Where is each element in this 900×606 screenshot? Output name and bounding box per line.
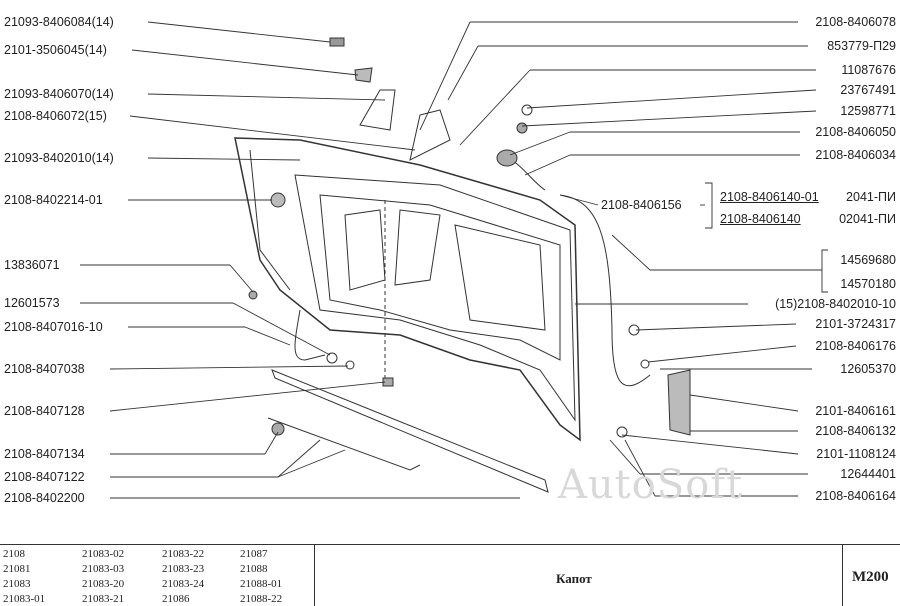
part-label: 11087676 (841, 63, 896, 77)
part-label: 12605370 (840, 362, 896, 376)
part-label: 21093-8406084(14) (4, 15, 114, 29)
model: 21083-03 (82, 563, 125, 575)
divider (842, 545, 843, 606)
part-label: 2108-8406132 (815, 424, 896, 438)
part-label: 2108-8407134 (4, 447, 85, 461)
part-label: 12601573 (4, 296, 60, 310)
variant-code: 2041-ПИ (846, 190, 896, 204)
hood-prop-rod (267, 417, 421, 471)
divider (314, 545, 315, 606)
model: 21087 (240, 548, 268, 560)
model: 21088 (240, 563, 268, 575)
part-label: 21093-8402010(14) (4, 151, 114, 165)
hood-outer-panel (234, 137, 581, 442)
part-label: 2101-3724317 (815, 317, 896, 331)
model: 21081 (3, 563, 31, 575)
part-label: 12598771 (840, 104, 896, 118)
part-label: 2101-3506045(14) (4, 43, 107, 57)
model: 21083-20 (82, 578, 125, 590)
model: 21083-01 (3, 593, 46, 605)
part-label: 14570180 (840, 277, 896, 291)
footer-table: 2108 21083-02 21083-22 21087 21081 21083… (0, 544, 900, 606)
model: 2108 (3, 548, 25, 560)
part-label: 2108-8407016-10 (4, 320, 103, 334)
part-label: 2108-8402214-01 (4, 193, 103, 207)
variant-code: 02041-ПИ (839, 212, 896, 226)
watermark: AutoSoft (558, 462, 744, 508)
part-label: 12644401 (840, 467, 896, 481)
part-label: 853779-П29 (827, 39, 896, 53)
hood-seal (271, 369, 549, 493)
part-label: 2108-8407128 (4, 404, 85, 418)
part-label: 21093-8406070(14) (4, 87, 114, 101)
model: 21083-02 (82, 548, 125, 560)
part-label: 2108-8406176 (815, 339, 896, 353)
part-label: 14569680 (840, 253, 896, 267)
part-label: 2108-8406034 (815, 148, 896, 162)
part-label: 2108-8407122 (4, 470, 85, 484)
variant-part: 2108-8406140 (720, 212, 801, 226)
model: 21083-22 (162, 548, 205, 560)
model: 21086 (162, 593, 190, 605)
model: 21083-24 (162, 578, 205, 590)
hood-diagram (80, 21, 828, 499)
hood-inner-frame (294, 174, 576, 422)
part-label: 2108-8407038 (4, 362, 85, 376)
part-label: (15)2108-8402010-10 (775, 297, 896, 311)
part-label: 2101-1108124 (816, 447, 896, 461)
part-label: 2108-8406156 (601, 198, 682, 212)
part-label: 23767491 (840, 83, 896, 97)
page-code: M200 (852, 569, 889, 585)
part-label: 13836071 (4, 258, 60, 272)
hood-lock (667, 369, 691, 436)
model: 21083 (3, 578, 31, 590)
release-cable (559, 194, 651, 387)
part-label: 2101-8406161 (815, 404, 896, 418)
diagram-title: Капот (556, 571, 592, 586)
model: 21083-23 (162, 563, 205, 575)
variant-part: 2108-8406140-01 (720, 190, 819, 204)
part-label: 2108-8402200 (4, 491, 85, 505)
model: 21083-21 (82, 593, 125, 605)
part-label: 2108-8406072(15) (4, 109, 107, 123)
part-label: 2108-8406050 (815, 125, 896, 139)
model: 21088-22 (240, 593, 283, 605)
leader-lines (80, 21, 828, 499)
part-label: 2108-8406078 (815, 15, 896, 29)
model: 21088-01 (240, 578, 283, 590)
part-label: 2108-8406164 (815, 489, 896, 503)
